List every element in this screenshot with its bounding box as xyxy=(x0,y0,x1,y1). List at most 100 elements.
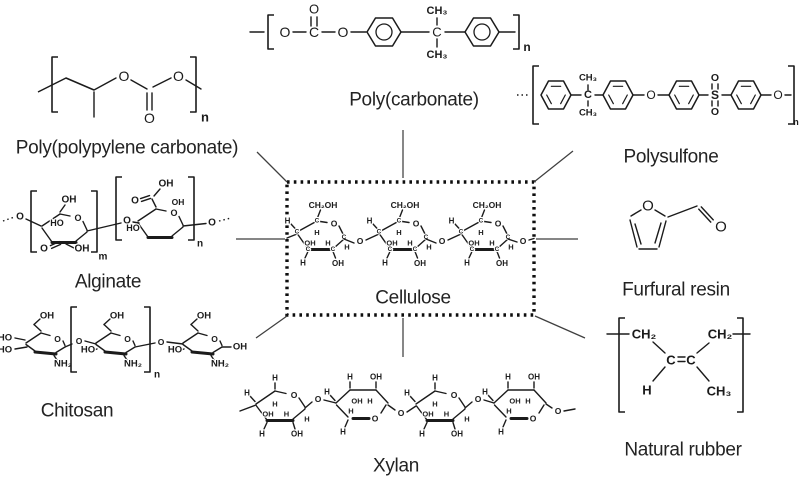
atom-label: n xyxy=(201,110,209,125)
bond xyxy=(53,354,58,361)
atom-label: O xyxy=(74,213,81,223)
atom-label: H xyxy=(244,389,250,398)
bond xyxy=(668,80,700,110)
bond xyxy=(652,341,666,354)
atom-label: H xyxy=(382,259,388,268)
natural-rubber-label: Natural rubber xyxy=(624,440,742,461)
bond xyxy=(483,399,495,404)
atom-label: NH₂ xyxy=(124,359,142,370)
cellulose-label: Cellulose xyxy=(375,288,450,309)
atom-label: O xyxy=(119,68,130,84)
atom-label: OH xyxy=(40,311,54,322)
bond xyxy=(425,238,437,244)
atom-label: C xyxy=(424,234,429,241)
atom-label: O xyxy=(642,198,654,215)
atom-label: O xyxy=(123,216,131,227)
ppc-label: Poly(polypylene carbonate) xyxy=(16,138,238,159)
bond xyxy=(210,354,215,361)
bond xyxy=(366,17,402,47)
atom-label: H xyxy=(396,228,401,237)
bond xyxy=(110,332,121,337)
atom-label: C xyxy=(413,246,418,253)
bond xyxy=(152,77,172,88)
bond xyxy=(487,394,494,402)
atom-label: H xyxy=(344,243,349,252)
atom-label: OH xyxy=(414,259,426,268)
bond xyxy=(696,342,710,354)
bond xyxy=(454,223,461,231)
bond xyxy=(255,390,276,405)
atom-label: H xyxy=(432,400,437,409)
atom-label: H xyxy=(498,428,504,437)
bond xyxy=(468,250,473,259)
atom-label: O xyxy=(357,236,364,246)
bond xyxy=(296,220,318,233)
bond xyxy=(40,332,51,337)
bond xyxy=(698,208,712,223)
bond xyxy=(151,198,157,208)
bond xyxy=(502,419,507,428)
atom-label: CH₃ xyxy=(427,5,448,17)
bond xyxy=(513,14,520,50)
bond xyxy=(618,317,625,413)
bond xyxy=(93,77,117,91)
bond xyxy=(434,390,447,395)
bond xyxy=(329,394,336,402)
atom-label: H xyxy=(404,389,410,398)
atom-label: OH xyxy=(62,195,77,206)
atom-label: O xyxy=(372,414,379,424)
bond xyxy=(55,346,66,354)
atom-label: S xyxy=(711,88,719,102)
bond xyxy=(533,389,547,404)
atom-label: OH xyxy=(262,410,273,419)
bond xyxy=(406,405,417,413)
atom-label: H xyxy=(444,410,449,419)
atom-label: NH₂ xyxy=(54,359,72,370)
bond xyxy=(185,79,202,90)
atom-label: O xyxy=(520,236,527,246)
bond xyxy=(197,332,208,337)
bond xyxy=(103,350,128,356)
bond xyxy=(286,233,298,239)
atom-label: C xyxy=(306,246,311,253)
atom-label: O xyxy=(76,336,83,346)
atom-label: O xyxy=(173,68,184,84)
atom-label: O xyxy=(144,110,155,126)
bond xyxy=(25,343,36,352)
bond xyxy=(452,421,456,430)
atom-label: C xyxy=(295,229,300,236)
atom-label: OH xyxy=(509,397,520,406)
bond xyxy=(25,332,42,344)
bond xyxy=(415,390,436,405)
atom-label: H xyxy=(300,259,306,268)
atom-label: C xyxy=(495,246,500,253)
bond xyxy=(41,227,53,243)
atom-label: O xyxy=(451,390,458,400)
atom-label: CH₃ xyxy=(427,49,448,61)
atom-label: C xyxy=(459,229,464,236)
bond xyxy=(33,323,42,332)
bond xyxy=(622,94,628,105)
dotted-bond xyxy=(218,217,232,222)
bond xyxy=(190,318,198,326)
bond xyxy=(59,213,71,217)
bond xyxy=(464,17,500,47)
atom-label: n xyxy=(197,239,203,250)
bond xyxy=(480,209,486,220)
polycarbonate-label: Poly(carbonate) xyxy=(349,90,479,111)
atom-label: H xyxy=(426,243,431,252)
bond xyxy=(608,94,614,105)
atom-label: H xyxy=(367,397,372,406)
bond xyxy=(538,404,545,414)
bond xyxy=(415,405,428,421)
alginate-label: Alginate xyxy=(75,272,141,293)
bond xyxy=(290,223,297,231)
bond xyxy=(343,238,355,244)
atom-label: HO xyxy=(81,345,95,356)
bond xyxy=(75,231,88,242)
bond xyxy=(750,94,756,105)
atom-label: NH₂ xyxy=(211,359,229,370)
bond xyxy=(190,323,199,332)
bond xyxy=(239,404,257,412)
